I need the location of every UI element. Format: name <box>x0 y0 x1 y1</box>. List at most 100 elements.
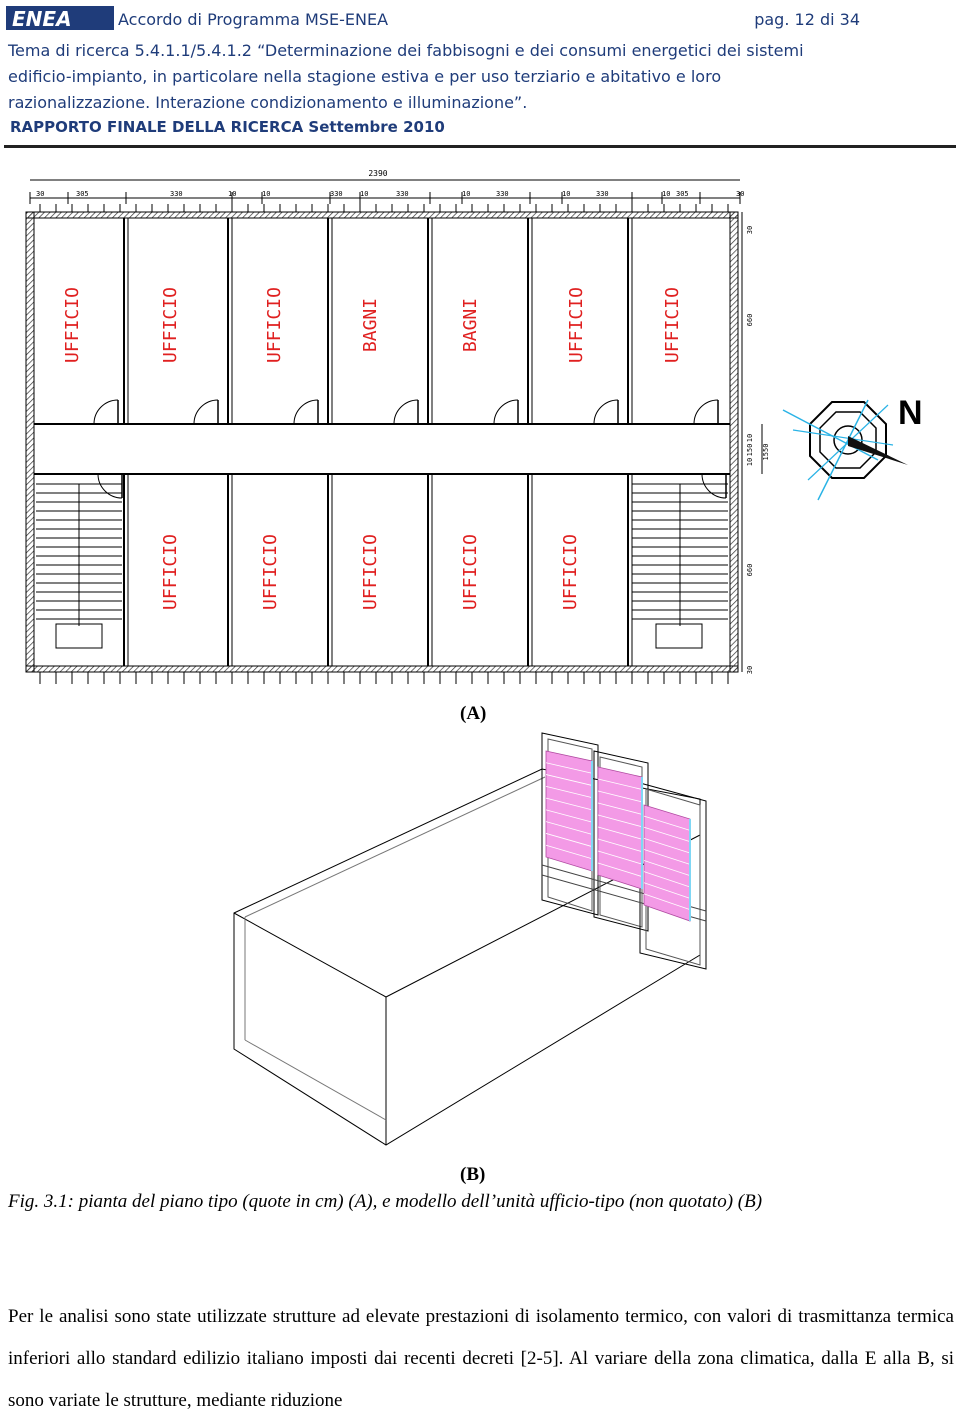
right-dimension-label: 10 <box>746 434 754 442</box>
door-swing <box>193 399 219 425</box>
room-label-top: BAGNI <box>460 298 481 352</box>
floor-plan-drawing: 2390 30 305 10 330 10 330 10 330 10 330 10 330 10 305… <box>25 169 923 684</box>
door-swing <box>393 399 419 425</box>
room-label-bottom: UFFICIO <box>460 534 481 610</box>
page-number: pag. 12 di 34 <box>754 10 860 29</box>
west-staircase <box>36 483 122 649</box>
glazing-louver <box>597 814 643 828</box>
glazing-panel <box>597 766 643 890</box>
right-dimension-label: 660 <box>746 314 754 327</box>
glazing-louver <box>545 833 593 847</box>
room-label-top: UFFICIO <box>566 287 587 363</box>
facade-frame-3 <box>639 782 707 970</box>
glazing-louver <box>643 893 691 911</box>
glazing-louver <box>643 826 691 843</box>
room-label-top: UFFICIO <box>160 287 181 363</box>
room-label-top: BAGNI <box>360 298 381 352</box>
glazing-louver <box>545 844 593 860</box>
office-model-drawing <box>233 732 707 1146</box>
glazing-louver <box>545 785 593 799</box>
north-compass: N <box>782 394 923 501</box>
door-swing <box>97 473 123 499</box>
total-height-label: 1550 <box>762 444 770 461</box>
top-dimension-label: 305 <box>676 190 689 198</box>
top-dimension-label: 330 <box>396 190 409 198</box>
glazing-louver <box>545 774 593 786</box>
east-wall <box>729 211 739 673</box>
room-label-bottom: UFFICIO <box>160 534 181 610</box>
glazing-louver <box>545 809 593 823</box>
top-dimension-labels: 3030510330103301033010330103301030530 <box>36 190 744 198</box>
top-dimension-label: 30 <box>36 190 44 198</box>
right-dimension-label: 660 <box>746 564 754 577</box>
top-dimension-label: 10 <box>262 190 270 198</box>
facade-frame-1 <box>541 732 599 916</box>
bottom-room-labels: UFFICIO UFFICIO UFFICIO UFFICIO UFFICIO <box>160 534 581 610</box>
top-dimension-label: 10 <box>662 190 670 198</box>
door-swing <box>93 399 119 425</box>
glazing-panel <box>545 750 593 872</box>
glazing-louver <box>597 850 643 865</box>
top-dimension-ticks <box>29 192 741 212</box>
glazing-louver <box>545 797 593 811</box>
glazing-louver <box>643 871 691 888</box>
room-label-bottom: UFFICIO <box>260 534 281 610</box>
facade-frame-2 <box>593 750 649 932</box>
topic-line: Tema di ricerca 5.4.1.1/5.4.1.2 “Determi… <box>8 41 804 60</box>
door-swing <box>293 399 319 425</box>
bottom-window-ticks <box>39 672 729 684</box>
top-dimension-label: 10 <box>360 190 368 198</box>
glazing-louver <box>643 849 691 865</box>
top-room-labels: UFFICIO UFFICIO UFFICIO BAGNI BAGNI UFFICIO UF… <box>62 287 683 363</box>
right-dimension-label: 30 <box>746 666 754 674</box>
glazing-louver <box>597 778 643 790</box>
bottom-partitions <box>123 474 633 666</box>
right-dimension-label: 30 <box>746 226 754 234</box>
top-dimension-label: 330 <box>496 190 509 198</box>
top-dimension-label: 305 <box>76 190 89 198</box>
door-swing <box>701 473 727 499</box>
top-dimension-label: 330 <box>170 190 183 198</box>
top-dimension-label: 10 <box>462 190 470 198</box>
glazing-louver <box>545 762 593 774</box>
top-dimension-label: 330 <box>330 190 343 198</box>
top-dimension-label: 330 <box>596 190 609 198</box>
glazing-louver <box>643 815 691 831</box>
program-title: Accordo di Programma MSE-ENEA <box>118 10 389 29</box>
top-partitions <box>123 218 633 424</box>
south-wall <box>25 665 739 673</box>
figure-label-a: (A) <box>460 703 487 724</box>
glazing-louver <box>597 838 643 853</box>
room-label-bottom: UFFICIO <box>360 534 381 610</box>
north-wall <box>25 211 739 219</box>
topic-line: razionalizzazione. Interazione condizion… <box>8 93 528 112</box>
east-staircase <box>632 483 728 649</box>
compass-octagon <box>809 401 887 479</box>
glazing-louver <box>643 837 691 854</box>
room-label-top: UFFICIO <box>264 287 285 363</box>
model-edge <box>233 912 387 998</box>
report-title: RAPPORTO FINALE DELLA RICERCA Settembre … <box>10 118 445 136</box>
compass-label: N <box>898 394 923 432</box>
glazing-louver <box>597 826 643 840</box>
logo-text: ENEA <box>12 7 72 31</box>
research-topic: Tema di ricerca 5.4.1.1/5.4.1.2 “Determi… <box>8 38 908 116</box>
doors <box>93 399 727 499</box>
right-dimension-label: 150 <box>746 444 754 457</box>
total-width-label: 2390 <box>368 169 387 178</box>
compass-needle <box>848 436 908 465</box>
window-glazing <box>545 750 691 922</box>
west-wall <box>25 211 35 673</box>
figure-label-b: (B) <box>460 1164 486 1185</box>
glazing-louver <box>643 860 691 877</box>
logo-background <box>6 6 114 30</box>
body-paragraph: Per le analisi sono state utilizzate str… <box>8 1306 954 1411</box>
room-label-bottom: UFFICIO <box>560 534 581 610</box>
room-label-top: UFFICIO <box>62 287 83 363</box>
top-dimension-label: 10 <box>562 190 570 198</box>
room-label-top: UFFICIO <box>662 287 683 363</box>
glazing-louver <box>643 882 691 899</box>
header-divider <box>4 145 956 148</box>
right-dimension-label: 10 <box>746 458 754 466</box>
